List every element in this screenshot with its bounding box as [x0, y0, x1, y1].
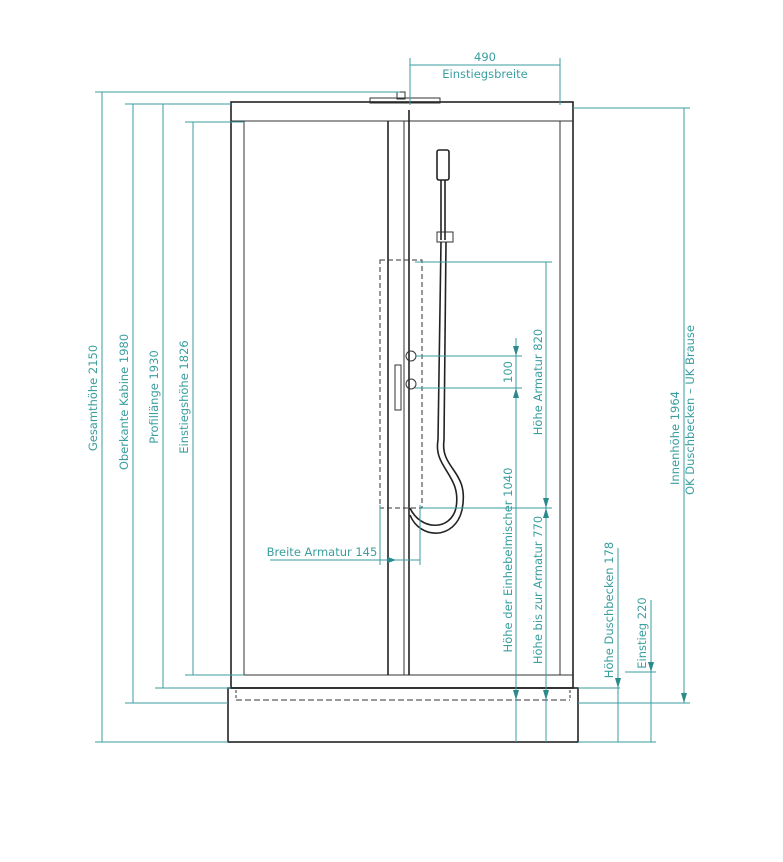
abstand-100-label: 100 [501, 361, 515, 383]
fitting-dimensions: Breite Armatur 145 100 Höhe Armatur 820 … [267, 261, 552, 742]
dimension-einstiegsbreite: 490 Einstiegsbreite [409, 50, 561, 105]
innenhoehe-label: Innenhöhe 1964 [668, 391, 682, 485]
cabin-outline [230, 91, 574, 689]
breite-armatur-label: Breite Armatur 145 [267, 545, 378, 559]
hoehe-duschbecken-label: Höhe Duschbecken 178 [602, 542, 616, 678]
gesamthoehe-label: Gesamthöhe 2150 [86, 345, 100, 451]
einstiegsbreite-label: Einstiegsbreite [442, 67, 527, 81]
hand-shower [409, 149, 465, 534]
einstiegshoehe-label: Einstiegshöhe 1826 [177, 340, 191, 453]
profillaenge-label: Profillänge 1930 [147, 350, 161, 444]
right-dimensions: Höhe Duschbecken 178 Einstieg 220 Innenh… [573, 107, 697, 743]
left-dimensions: Gesamthöhe 2150 Oberkante Kabine 1980 Pr… [86, 91, 400, 743]
shower-tray [227, 687, 579, 743]
hoehe-bis-armatur-label: Höhe bis zur Armatur 770 [531, 516, 545, 664]
hoehe-armatur-label: Höhe Armatur 820 [531, 329, 545, 435]
einstieg-label: Einstieg 220 [635, 597, 649, 668]
ok-uk-label: OK Duschbecken – UK Brause [683, 325, 697, 495]
einstiegsbreite-value: 490 [474, 50, 496, 64]
shower-panel [379, 259, 423, 509]
oberkante-kabine-label: Oberkante Kabine 1980 [117, 334, 131, 470]
einhebelmischer-label: Höhe der Einhebelmischer 1040 [501, 468, 515, 653]
